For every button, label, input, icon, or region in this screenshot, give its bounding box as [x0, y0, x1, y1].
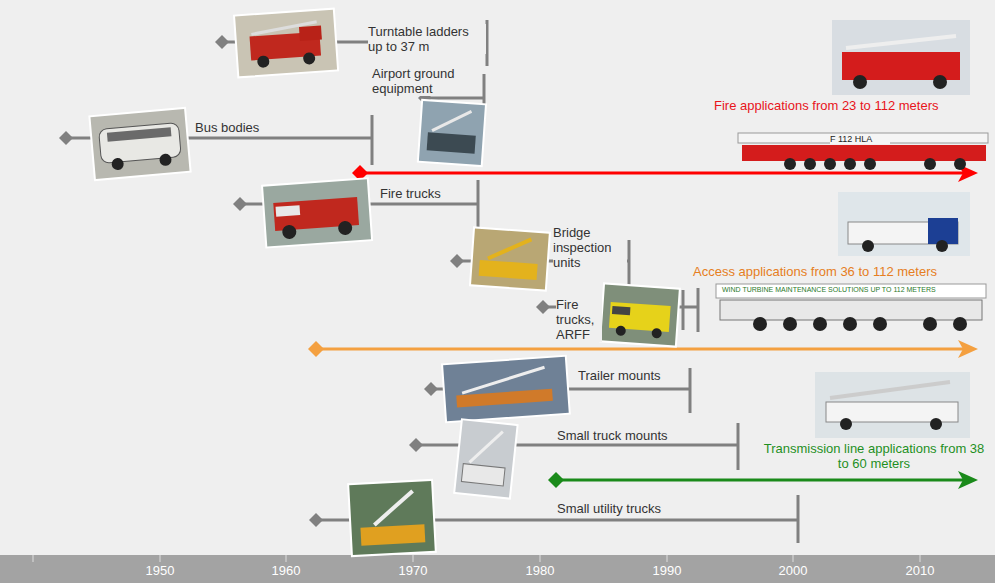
product-bars — [66, 20, 798, 543]
year-label: 1980 — [515, 563, 565, 578]
transmission-truck — [815, 372, 970, 438]
bus-photo — [89, 108, 190, 180]
small-truck-photo — [454, 419, 517, 498]
year-label: 1960 — [261, 563, 311, 578]
year-label: 1990 — [642, 563, 692, 578]
year-label: 1950 — [135, 563, 185, 578]
product-range-label: Fire applications from 23 to 112 meters — [714, 98, 976, 113]
firetruck-photo — [262, 178, 372, 247]
year-label: 2010 — [895, 563, 945, 578]
bar-label: Fire trucks — [380, 186, 472, 201]
vehicle-marking: WIND TURBINE MAINTENANCE SOLUTIONS UP TO… — [722, 286, 980, 294]
axis-bar — [0, 555, 995, 583]
modern-access-truck — [838, 192, 970, 256]
bridge-photo — [470, 227, 550, 290]
transmission-arrow — [548, 471, 978, 489]
trailer-photo — [442, 356, 570, 423]
bar-label: Bus bodies — [195, 120, 295, 135]
product-range-label: Access applications from 36 to 112 meter… — [693, 264, 965, 279]
turntable-photo — [234, 9, 338, 78]
bar-label: Trailer mounts — [578, 368, 678, 383]
year-label: 2000 — [768, 563, 818, 578]
product-range-label: Transmission line applications from 38 t… — [758, 441, 990, 471]
wind-turbine-truck — [716, 284, 986, 331]
start-diamonds — [59, 35, 550, 527]
f112-truck — [738, 133, 988, 170]
year-label: 1970 — [388, 563, 438, 578]
bar-label: Bridge inspection units — [553, 225, 627, 270]
bar-label: Airport ground equipment — [372, 66, 480, 96]
axis-ticks — [33, 555, 920, 562]
airport-photo — [418, 100, 486, 166]
arff-photo — [600, 283, 680, 346]
bar-label: Small utility trucks — [557, 501, 697, 516]
bar-label: Fire trucks, ARFF — [556, 297, 602, 342]
modern-fire-truck — [832, 20, 970, 95]
bar-label: Turntable ladders up to 37 m — [368, 24, 486, 54]
bar-label: Small truck mounts — [557, 428, 697, 443]
fire-arrow — [352, 164, 978, 182]
vehicle-marking: F 112 HLA — [830, 134, 890, 144]
utility-truck-photo — [348, 480, 436, 556]
